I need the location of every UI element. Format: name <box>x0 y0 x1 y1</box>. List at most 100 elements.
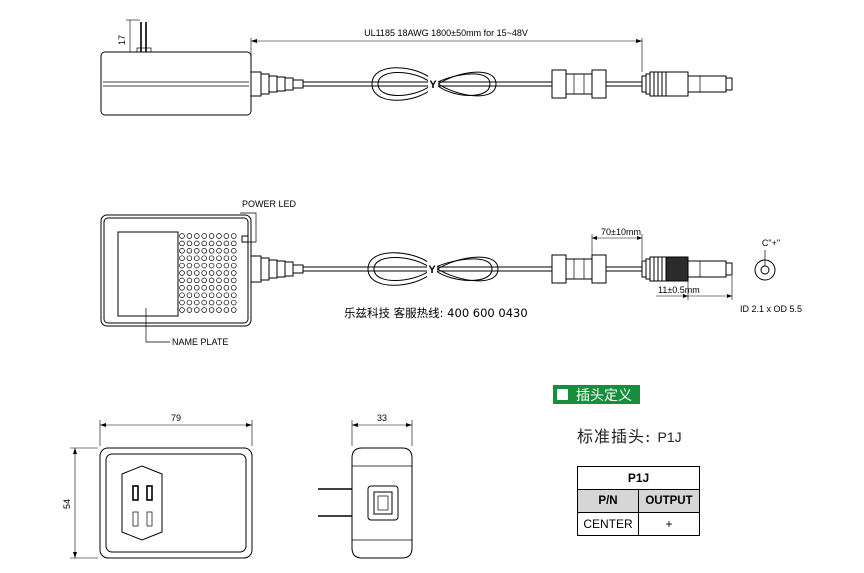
plug-definition-title: 插头定义 <box>576 387 632 404</box>
vent-hole <box>231 255 237 261</box>
cable-tie-label: Y <box>428 264 436 276</box>
vent-hole <box>208 292 215 298</box>
vent-hole <box>231 262 237 269</box>
table-row: CENTER + <box>577 512 700 536</box>
vent-hole <box>179 270 185 276</box>
vent-hole <box>201 262 207 269</box>
vent-hole <box>216 307 222 313</box>
vent-hole <box>223 262 230 269</box>
name-plate-label: NAME PLATE <box>172 337 228 347</box>
height-dim-top: 17 <box>117 35 127 45</box>
standard-plug-code: P1J <box>657 429 682 445</box>
vent-hole <box>208 262 215 269</box>
vent-hole <box>201 277 207 284</box>
vent-hole <box>216 292 222 298</box>
vent-hole <box>179 240 185 247</box>
vent-hole <box>186 240 193 247</box>
vent-hole <box>186 299 193 306</box>
standard-plug-label: 标准插头: P1J <box>577 423 682 447</box>
vent-hole <box>179 233 185 239</box>
vent-hole <box>194 299 200 306</box>
vent-hole <box>179 262 185 269</box>
plug-definition-header: 插头定义 <box>553 385 640 404</box>
power-led <box>241 235 249 243</box>
cable-loop <box>371 67 497 101</box>
vent-hole <box>231 277 237 284</box>
vent-hole <box>194 277 200 284</box>
vent-hole <box>179 307 185 313</box>
adapter-end-view: 33 <box>318 413 413 559</box>
vent-hole <box>186 307 193 313</box>
dc-plug <box>641 71 733 97</box>
square-icon <box>557 389 568 400</box>
vent-hole <box>201 255 207 261</box>
vent-hole <box>201 248 207 254</box>
dc-plug <box>641 256 733 282</box>
cable-loop <box>367 252 499 286</box>
vent-hole <box>223 277 230 284</box>
pin-table-cell: + <box>638 512 700 536</box>
vent-hole <box>179 255 185 261</box>
name-plate <box>117 231 179 317</box>
ferrite-core <box>551 69 607 99</box>
led-window <box>367 485 399 521</box>
adapter-top-view: 17 Y <box>100 19 733 116</box>
vent-hole <box>216 270 222 276</box>
vent-hole <box>179 277 185 284</box>
vent-hole <box>186 248 193 254</box>
ferrite-core <box>551 254 607 284</box>
vent-hole <box>208 248 215 254</box>
vent-hole <box>194 248 200 254</box>
vent-hole <box>231 292 237 298</box>
tip-dim-label: 11±0.5mm <box>658 285 700 295</box>
vent-hole <box>216 240 222 247</box>
vent-hole <box>186 270 193 276</box>
vent-hole <box>179 292 185 298</box>
adapter-body-front <box>99 447 253 559</box>
pin-table-header-pn: P/N <box>577 489 639 513</box>
vent-hole <box>186 277 193 284</box>
vent-hole <box>194 255 200 261</box>
vent-hole <box>194 292 200 298</box>
socket-slot <box>132 485 139 501</box>
vent-hole <box>208 233 215 239</box>
ferrite-dim-label: 70±10mm <box>601 227 641 237</box>
vent-hole <box>194 240 200 247</box>
pin-table-header-output: OUTPUT <box>638 489 700 513</box>
vent-hole <box>201 240 207 247</box>
adapter-front-view: 79 54 <box>62 413 253 559</box>
vent-hole <box>179 285 185 291</box>
vent-hole <box>194 307 200 313</box>
standard-plug-text: 标准插头: <box>577 427 658 446</box>
adapter-body-end <box>351 447 413 559</box>
vent-hole <box>223 240 230 247</box>
vent-hole <box>201 285 207 291</box>
end-width-dim: 33 <box>377 413 387 423</box>
cable-tie-label: Y <box>429 79 437 91</box>
strain-relief <box>250 255 304 283</box>
customer-service-line: 乐兹科技 客服热线: 400 600 0430 <box>344 306 528 320</box>
vent-hole <box>223 255 230 261</box>
vent-hole <box>186 285 193 291</box>
pin-table-cell: CENTER <box>577 512 639 536</box>
vent-hole <box>194 285 200 291</box>
vent-hole <box>208 285 215 291</box>
vent-hole <box>201 307 207 313</box>
vent-hole <box>216 248 222 254</box>
vent-hole <box>223 248 230 254</box>
vent-hole <box>223 292 230 298</box>
vent-hole <box>179 299 185 306</box>
vent-hole <box>216 277 222 284</box>
vent-hole <box>231 299 237 306</box>
vent-hole <box>194 233 200 239</box>
vent-hole <box>186 233 193 239</box>
vent-hole <box>208 277 215 284</box>
vent-hole <box>186 262 193 269</box>
vent-hole <box>231 233 237 239</box>
vent-hole <box>194 270 200 276</box>
vent-hole <box>231 270 237 276</box>
vent-hole <box>231 285 237 291</box>
polarity-label: C"+" <box>762 238 780 248</box>
vent-grid <box>179 233 237 313</box>
